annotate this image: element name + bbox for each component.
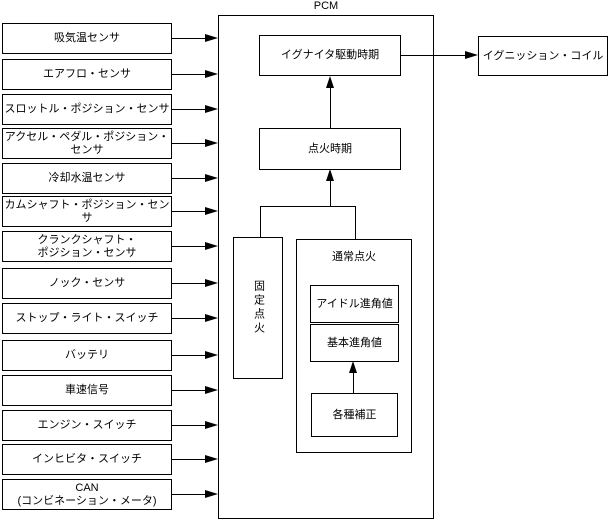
input-label: クランクシャフト・ ポジション・センサ (37, 233, 137, 259)
arrow-merge-to-timing-line (330, 181, 331, 206)
input-box-knock-sensor: ノック・センサ (2, 268, 172, 299)
input-arrow-line-12 (172, 425, 207, 426)
input-label: スロットル・ポジション・センサ (4, 103, 170, 115)
up-arrowhead-icon (325, 76, 334, 88)
input-arrow-line-7 (172, 246, 207, 247)
input-arrow-line-14 (172, 494, 207, 495)
input-label: エアフロ・センサ (43, 68, 131, 80)
block-label: イグニッション・コイル (482, 49, 604, 62)
block-igniter-drive-timing: イグナイタ駆動時期 (259, 35, 401, 76)
input-label: エンジン・スイッチ (37, 419, 137, 431)
right-arrowhead-icon (205, 420, 218, 429)
right-arrowhead-icon (205, 313, 218, 322)
input-box-camshaft-position-sensor: カムシャフト・ポジション・センサ (2, 196, 172, 227)
arrow-corrections-to-basic-line (353, 373, 354, 393)
input-box-airflow-sensor: エアフロ・センサ (2, 59, 172, 90)
right-arrowhead-icon (205, 173, 218, 182)
input-box-intake-air-temp-sensor: 吸気温センサ (2, 23, 172, 54)
input-box-accel-pedal-position-sensor: アクセル・ペダル・ポジション・ センサ (2, 128, 172, 159)
block-various-corrections: 各種補正 (311, 393, 398, 437)
input-arrow-line-5 (172, 178, 207, 179)
input-label: カムシャフト・ポジション・センサ (4, 198, 170, 224)
input-arrow-line-8 (172, 283, 207, 284)
block-label: 基本進角値 (327, 336, 382, 349)
input-arrow-line-13 (172, 459, 207, 460)
block-label: アイドル進角値 (316, 297, 393, 310)
input-arrow-line-9 (172, 318, 207, 319)
input-arrow-line-2 (172, 74, 207, 75)
right-arrowhead-icon (205, 138, 218, 147)
right-arrowhead-icon (205, 454, 218, 463)
block-basic-advance-value: 基本進角値 (310, 324, 399, 362)
input-box-stop-light-switch: ストップ・ライト・スイッチ (2, 303, 172, 334)
block-idle-advance-value: アイドル進角値 (310, 285, 399, 323)
input-box-battery: バッテリ (2, 340, 172, 371)
block-label: イグナイタ駆動時期 (280, 49, 380, 61)
right-arrowhead-icon (205, 278, 218, 287)
block-label: 通常点火 (332, 251, 376, 263)
input-label: CAN (コンビネーション・メータ) (17, 481, 157, 507)
merge-left-branch-line (260, 206, 261, 237)
input-box-throttle-position-sensor: スロットル・ポジション・センサ (2, 94, 172, 125)
up-arrowhead-icon (348, 361, 357, 373)
block-label: 固定点火 (252, 280, 265, 336)
input-label: 車速信号 (65, 384, 109, 396)
right-arrowhead-icon (465, 50, 478, 59)
merge-right-branch-line (355, 206, 356, 239)
input-box-crankshaft-position-sensor: クランクシャフト・ ポジション・センサ (2, 231, 172, 262)
block-fixed-ignition: 固定点火 (233, 237, 283, 379)
right-arrowhead-icon (205, 350, 218, 359)
input-label: バッテリ (65, 349, 109, 361)
input-box-inhibitor-switch: インヒビタ・スイッチ (2, 444, 172, 475)
right-arrowhead-icon (205, 69, 218, 78)
right-arrowhead-icon (205, 385, 218, 394)
block-ignition-coil: イグニッション・コイル (478, 36, 608, 76)
input-arrow-line-3 (172, 109, 207, 110)
output-arrow-line (401, 55, 466, 56)
right-arrowhead-icon (205, 206, 218, 215)
up-arrowhead-icon (325, 169, 334, 181)
right-arrowhead-icon (205, 104, 218, 113)
input-arrow-line-6 (172, 211, 207, 212)
input-arrow-line-4 (172, 143, 207, 144)
input-label: 冷却水温センサ (48, 172, 126, 184)
input-label: ノック・センサ (48, 277, 126, 289)
input-label: アクセル・ペダル・ポジション・ センサ (4, 130, 170, 156)
input-label: インヒビタ・スイッチ (32, 453, 142, 465)
block-label: 各種補正 (332, 408, 377, 421)
input-arrow-line-10 (172, 355, 207, 356)
arrow-timing-to-igniter-line (330, 88, 331, 128)
input-box-engine-switch: エンジン・スイッチ (2, 410, 172, 441)
pcm-title: PCM (313, 0, 339, 12)
input-label: ストップ・ライト・スイッチ (15, 312, 159, 324)
input-arrow-line-11 (172, 390, 207, 391)
right-arrowhead-icon (205, 33, 218, 42)
right-arrowhead-icon (205, 489, 218, 498)
input-box-coolant-temp-sensor: 冷却水温センサ (2, 163, 172, 194)
right-arrowhead-icon (205, 241, 218, 250)
block-label: 点火時期 (308, 142, 352, 155)
input-label: 吸気温センサ (54, 32, 120, 44)
input-arrow-line-1 (172, 38, 207, 39)
input-box-can-combination-meter: CAN (コンビネーション・メータ) (2, 479, 172, 510)
merge-horizontal-line (260, 206, 356, 207)
input-box-vehicle-speed-signal: 車速信号 (2, 375, 172, 406)
block-ignition-timing: 点火時期 (259, 128, 401, 170)
